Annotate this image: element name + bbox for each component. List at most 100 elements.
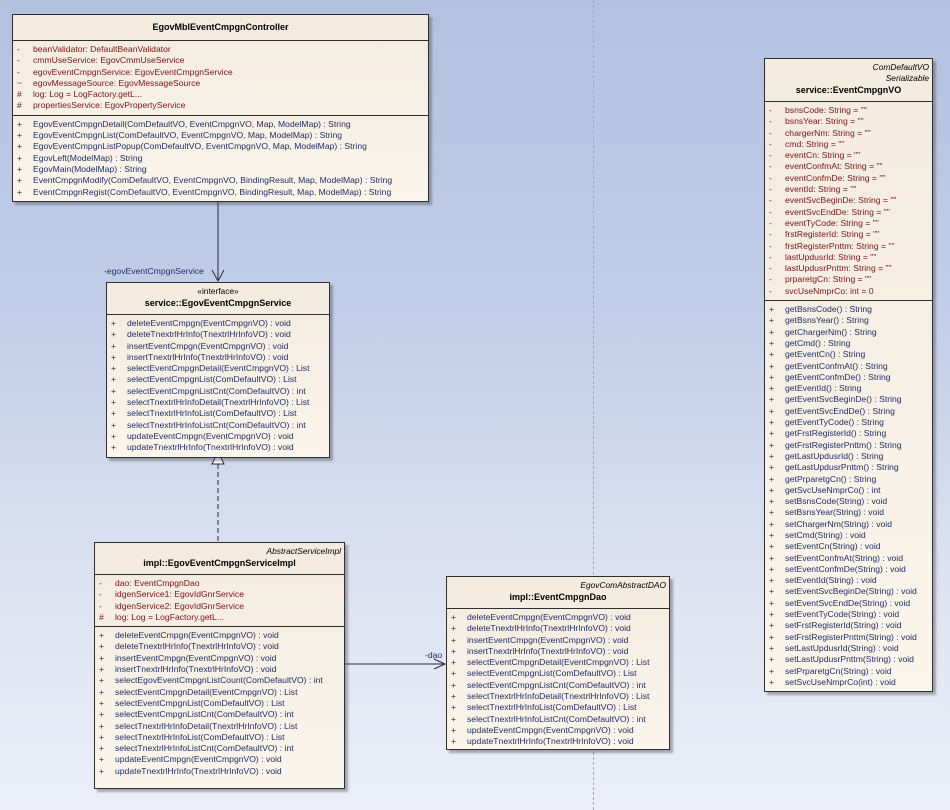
operation-row[interactable]: +updateEventCmpgn(EventCmpgnVO) : void (451, 725, 667, 736)
attribute-row[interactable]: -prparetgCn: String = "" (769, 274, 930, 285)
attribute-row[interactable]: -dao: EventCmpgnDao (99, 578, 342, 589)
operation-row[interactable]: +setEventId(String) : void (769, 575, 930, 586)
attribute-row[interactable]: -eventConfmDe: String = "" (769, 173, 930, 184)
attribute-row[interactable]: -idgenService2: EgovIdGnrService (99, 601, 342, 612)
operation-row[interactable]: +selectEventCmpgnList(ComDefaultVO) : Li… (99, 698, 342, 709)
operation-row[interactable]: +getEventCn() : String (769, 349, 930, 360)
attribute-row[interactable]: -cmmUseService: EgovCmmUseService (17, 55, 426, 66)
operation-row[interactable]: +selectEgovEventCmpgnListCount(ComDefaul… (99, 675, 342, 686)
operation-row[interactable]: +selectEventCmpgnListCnt(ComDefaultVO) :… (99, 709, 342, 720)
attribute-row[interactable]: -egovEventCmpgnService: EgovEventCmpgnSe… (17, 67, 426, 78)
operation-row[interactable]: +setEventConfmAt(String) : void (769, 553, 930, 564)
operation-row[interactable]: +selectTnextrlHrInfoListCnt(ComDefaultVO… (99, 743, 342, 754)
operation-row[interactable]: +updateEventCmpgn(EventCmpgnVO) : void (111, 431, 327, 442)
operation-row[interactable]: +EgovEventCmpgnListPopup(ComDefaultVO, E… (17, 141, 426, 152)
operation-row[interactable]: +getEventId() : String (769, 383, 930, 394)
operation-row[interactable]: +setLastUpdusrId(String) : void (769, 643, 930, 654)
operation-row[interactable]: +selectEventCmpgnList(ComDefaultVO) : Li… (111, 374, 327, 385)
attribute-row[interactable]: -frstRegisterPnttm: String = "" (769, 241, 930, 252)
operation-row[interactable]: +setBsnsYear(String) : void (769, 507, 930, 518)
operation-row[interactable]: +getBsnsCode() : String (769, 304, 930, 315)
operation-row[interactable]: +setCmd(String) : void (769, 530, 930, 541)
operation-row[interactable]: +setSvcUseNmprCo(int) : void (769, 677, 930, 688)
attribute-row[interactable]: -eventConfmAt: String = "" (769, 161, 930, 172)
operation-row[interactable]: +selectTnextrlHrInfoDetail(TnextrlHrInfo… (111, 397, 327, 408)
operation-row[interactable]: +setEventConfmDe(String) : void (769, 564, 930, 575)
operation-row[interactable]: +getEventTyCode() : String (769, 417, 930, 428)
attribute-row[interactable]: -chargerNm: String = "" (769, 128, 930, 139)
attribute-row[interactable]: -eventSvcBeginDe: String = "" (769, 195, 930, 206)
attribute-row[interactable]: -cmd: String = "" (769, 139, 930, 150)
operation-row[interactable]: +deleteTnextrlHrInfo(TnextrlHrInfoVO) : … (99, 641, 342, 652)
operation-row[interactable]: +selectEventCmpgnDetail(EventCmpgnVO) : … (451, 657, 667, 668)
attribute-row[interactable]: -bsnsCode: String = "" (769, 105, 930, 116)
operation-row[interactable]: +insertTnextrlHrInfo(TnextrlHrInfoVO) : … (111, 352, 327, 363)
operation-row[interactable]: +EgovEventCmpgnList(ComDefaultVO, EventC… (17, 130, 426, 141)
operation-row[interactable]: +deleteEventCmpgn(EventCmpgnVO) : void (99, 630, 342, 641)
operation-row[interactable]: +setEventTyCode(String) : void (769, 609, 930, 620)
operation-row[interactable]: +selectTnextrlHrInfoDetail(TnextrlHrInfo… (451, 691, 667, 702)
operation-row[interactable]: +selectEventCmpgnList(ComDefaultVO) : Li… (451, 668, 667, 679)
operation-row[interactable]: +EgovLeft(ModelMap) : String (17, 153, 426, 164)
operation-row[interactable]: +insertEventCmpgn(EventCmpgnVO) : void (111, 341, 327, 352)
operation-row[interactable]: +selectTnextrlHrInfoDetail(TnextrlHrInfo… (99, 721, 342, 732)
operation-row[interactable]: +setChargerNm(String) : void (769, 519, 930, 530)
attribute-row[interactable]: ~egovMessageSource: EgovMessageSource (17, 78, 426, 89)
operation-row[interactable]: +EgovEventCmpgnDetail(ComDefaultVO, Even… (17, 119, 426, 130)
attribute-row[interactable]: -svcUseNmprCo: int = 0 (769, 286, 930, 297)
class-event-cmpgn-dao[interactable]: EgovComAbstractDAO impl::EventCmpgnDao +… (446, 576, 670, 750)
operation-row[interactable]: +getEventConfmAt() : String (769, 361, 930, 372)
operation-row[interactable]: +updateTnextrlHrInfo(TnextrlHrInfoVO) : … (111, 442, 327, 453)
attribute-row[interactable]: -eventCn: String = "" (769, 150, 930, 161)
interface-egov-event-cmpgn-service[interactable]: «interface» service::EgovEventCmpgnServi… (106, 282, 330, 458)
operation-row[interactable]: +setEventSvcEndDe(String) : void (769, 598, 930, 609)
attribute-row[interactable]: -lastUpdusrId: String = "" (769, 252, 930, 263)
attribute-row[interactable]: #propertiesService: EgovPropertyService (17, 100, 426, 111)
operation-row[interactable]: +selectTnextrlHrInfoList(ComDefaultVO) :… (111, 408, 327, 419)
operation-row[interactable]: +setFrstRegisterPnttm(String) : void (769, 632, 930, 643)
operation-row[interactable]: +selectEventCmpgnListCnt(ComDefaultVO) :… (451, 680, 667, 691)
attribute-row[interactable]: #log: Log = LogFactory.getL... (99, 612, 342, 623)
operation-row[interactable]: +getSvcUseNmprCo() : int (769, 485, 930, 496)
attribute-row[interactable]: -lastUpdusrPnttm: String = "" (769, 263, 930, 274)
operation-row[interactable]: +setBsnsCode(String) : void (769, 496, 930, 507)
operation-row[interactable]: +setEventSvcBeginDe(String) : void (769, 586, 930, 597)
operation-row[interactable]: +deleteEventCmpgn(EventCmpgnVO) : void (111, 318, 327, 329)
operation-row[interactable]: +getEventSvcEndDe() : String (769, 406, 930, 417)
operation-row[interactable]: +selectTnextrlHrInfoListCnt(ComDefaultVO… (451, 714, 667, 725)
operation-row[interactable]: +insertTnextrlHrInfo(TnextrlHrInfoVO) : … (451, 646, 667, 657)
operation-row[interactable]: +getChargerNm() : String (769, 327, 930, 338)
attribute-row[interactable]: -eventTyCode: String = "" (769, 218, 930, 229)
operation-row[interactable]: +updateEventCmpgn(EventCmpgnVO) : void (99, 754, 342, 765)
operation-row[interactable]: +insertEventCmpgn(EventCmpgnVO) : void (99, 653, 342, 664)
class-event-cmpgn-vo[interactable]: ComDefaultVO Serializable service::Event… (764, 58, 933, 693)
operation-row[interactable]: +getBsnsYear() : String (769, 315, 930, 326)
operation-row[interactable]: +setPrparetgCn(String) : void (769, 666, 930, 677)
attribute-row[interactable]: -eventId: String = "" (769, 184, 930, 195)
operation-row[interactable]: +getLastUpdusrId() : String (769, 451, 930, 462)
attribute-row[interactable]: -bsnsYear: String = "" (769, 116, 930, 127)
operation-row[interactable]: +getFrstRegisterId() : String (769, 428, 930, 439)
operation-row[interactable]: +insertTnextrlHrInfo(TnextrlHrInfoVO) : … (99, 664, 342, 675)
attribute-row[interactable]: -idgenService1: EgovIdGnrService (99, 589, 342, 600)
operation-row[interactable]: +EventCmpgnRegist(ComDefaultVO, EventCmp… (17, 187, 426, 198)
operation-row[interactable]: +selectEventCmpgnDetail(EventCmpgnVO) : … (111, 363, 327, 374)
operation-row[interactable]: +deleteEventCmpgn(EventCmpgnVO) : void (451, 612, 667, 623)
operation-row[interactable]: +getPrparetgCn() : String (769, 474, 930, 485)
operation-row[interactable]: +EventCmpgnModify(ComDefaultVO, EventCmp… (17, 175, 426, 186)
operation-row[interactable]: +selectEventCmpgnDetail(EventCmpgnVO) : … (99, 687, 342, 698)
operation-row[interactable]: +getEventSvcBeginDe() : String (769, 394, 930, 405)
operation-row[interactable]: +selectTnextrlHrInfoList(ComDefaultVO) :… (99, 732, 342, 743)
operation-row[interactable]: +selectEventCmpgnListCnt(ComDefaultVO) :… (111, 386, 327, 397)
operation-row[interactable]: +selectTnextrlHrInfoList(ComDefaultVO) :… (451, 702, 667, 713)
operation-row[interactable]: +getLastUpdusrPnttm() : String (769, 462, 930, 473)
operation-row[interactable]: +setFrstRegisterId(String) : void (769, 620, 930, 631)
operation-row[interactable]: +deleteTnextrlHrInfo(TnextrlHrInfoVO) : … (451, 623, 667, 634)
operation-row[interactable]: +deleteTnextrlHrInfo(TnextrlHrInfoVO) : … (111, 329, 327, 340)
operation-row[interactable]: +updateTnextrlHrInfo(TnextrlHrInfoVO) : … (451, 736, 667, 747)
operation-row[interactable]: +getFrstRegisterPnttm() : String (769, 440, 930, 451)
operation-row[interactable]: +updateTnextrlHrInfo(TnextrlHrInfoVO) : … (99, 766, 342, 777)
operation-row[interactable]: +getEventConfmDe() : String (769, 372, 930, 383)
operation-row[interactable]: +setEventCn(String) : void (769, 541, 930, 552)
attribute-row[interactable]: -frstRegisterId: String = "" (769, 229, 930, 240)
